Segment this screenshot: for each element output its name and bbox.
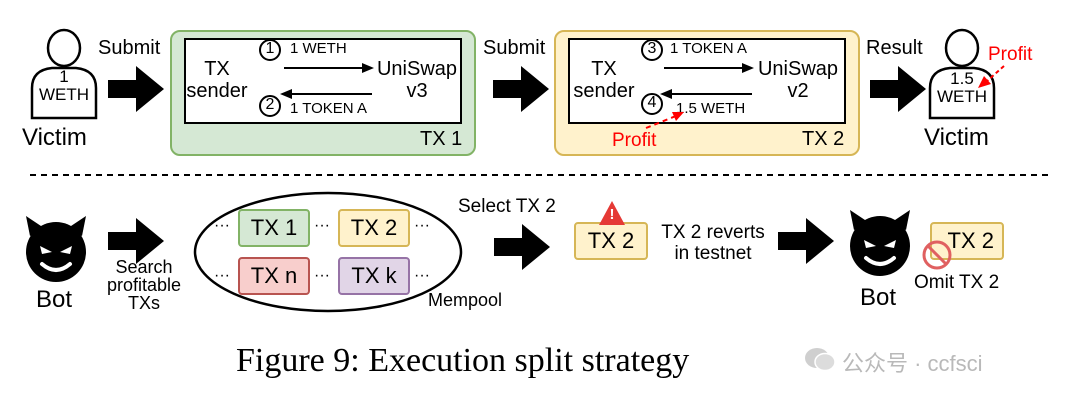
tx2-dex-name: UniSwap xyxy=(757,58,839,80)
arrow-right-icon xyxy=(494,224,550,270)
mempool-txk-label: TX k xyxy=(351,263,397,288)
step-4-text: 1.5 WETH xyxy=(676,100,746,117)
mempool-dots: ··· xyxy=(214,267,230,284)
profit-arrow-icon xyxy=(645,112,684,129)
arrow-right-icon xyxy=(108,66,164,112)
revert-label-line2: in testnet xyxy=(674,243,752,264)
bot-right-label: Bot xyxy=(860,284,897,311)
mempool-ellipse xyxy=(193,191,463,313)
step-2-number: 2 xyxy=(265,96,275,113)
step-2-text: 1 TOKEN A xyxy=(290,100,367,117)
bot-devil-icon xyxy=(850,210,910,276)
mempool-tx1-label: TX 1 xyxy=(250,215,298,240)
victim-left-label: Victim xyxy=(22,124,87,151)
revert-label: TX 2 reverts in testnet xyxy=(650,222,776,264)
tx1-flow-arrows xyxy=(259,40,374,117)
mempool-tx2-label: TX 2 xyxy=(350,215,398,240)
tx1-dex-name: UniSwap xyxy=(376,58,458,80)
mempool-dots: ··· xyxy=(414,267,430,284)
search-label-line2: profitable xyxy=(106,275,182,295)
mempool-dots: ··· xyxy=(314,217,330,234)
tx2-dex-version: v2 xyxy=(787,80,809,102)
arrow-right-icon xyxy=(493,66,549,112)
watermark: 公众号 · ccfsci xyxy=(842,351,983,376)
arrow-right-icon xyxy=(108,218,164,264)
tx1-dex: UniSwap v3 xyxy=(372,58,462,102)
tx2-sender: TX sender xyxy=(570,58,638,102)
victim-left-amount-value: 1 xyxy=(59,67,69,86)
step-3-text: 1 TOKEN A xyxy=(670,40,747,57)
search-label-line1: Search xyxy=(115,257,173,277)
result-label: Result xyxy=(866,37,923,59)
selected-tx2-label: TX 2 xyxy=(587,228,635,253)
tx1-sender-line2: sender xyxy=(186,80,248,102)
warning-icon xyxy=(599,201,625,225)
prohibited-icon xyxy=(922,240,952,270)
step-1-circle xyxy=(259,40,281,61)
arrow-right-icon xyxy=(778,218,834,264)
omitted-tx2: TX 2 xyxy=(930,222,1004,260)
step-1-text: 1 WETH xyxy=(290,40,347,57)
warning-glyph: ! xyxy=(609,206,615,223)
victim-right-amount: 1.5 WETH xyxy=(920,70,1004,106)
victim-right-icon xyxy=(928,28,996,120)
tx1-inner-frame xyxy=(184,38,462,124)
search-label-line3: TXs xyxy=(127,293,160,313)
step-2-circle xyxy=(259,95,281,117)
revert-label-line1: TX 2 reverts xyxy=(661,222,765,243)
section-divider xyxy=(30,174,1050,176)
wechat-icon xyxy=(805,348,836,372)
arrow-right-icon xyxy=(870,66,926,112)
tx2-sender-line2: sender xyxy=(573,80,635,102)
step-3-number: 3 xyxy=(647,40,657,57)
tx2-profit-label: Profit xyxy=(612,130,657,151)
step-3-circle xyxy=(641,40,663,61)
tx2-dex: UniSwap v2 xyxy=(752,58,844,102)
mempool-txn-label: TX n xyxy=(250,263,298,288)
victim-right-profit-label: Profit xyxy=(988,44,1033,65)
mempool-label: Mempool xyxy=(428,290,503,310)
bot-left-label: Bot xyxy=(36,286,73,313)
tx2-sender-line1: TX xyxy=(591,58,617,80)
tx1-sender-line1: TX xyxy=(204,58,230,80)
tx2-flow-arrows xyxy=(641,40,754,115)
mempool-tx1: TX 1 xyxy=(238,209,310,247)
mempool-dots: ··· xyxy=(314,267,330,284)
figure-caption: Figure 9: Execution split strategy xyxy=(236,342,690,379)
submit-label-1: Submit xyxy=(98,37,161,59)
profit-arrow-icon xyxy=(978,65,1005,88)
submit-label-2: Submit xyxy=(483,37,546,59)
tx2-label: TX 2 xyxy=(802,128,845,150)
victim-left-icon xyxy=(30,28,98,120)
omitted-tx2-label: TX 2 xyxy=(947,228,994,253)
victim-left-amount-unit: WETH xyxy=(38,85,90,104)
victim-right-amount-value: 1.5 xyxy=(950,69,974,88)
victim-left-amount: 1 WETH xyxy=(22,68,106,104)
tx1-sender: TX sender xyxy=(186,58,248,102)
victim-right-amount-unit: WETH xyxy=(936,87,988,106)
bot-devil-icon xyxy=(26,216,86,282)
omit-label: Omit TX 2 xyxy=(914,272,1000,293)
select-label: Select TX 2 xyxy=(458,196,556,217)
tx2-inner-frame xyxy=(568,38,846,124)
mempool-txn: TX n xyxy=(238,257,310,295)
step-1-number: 1 xyxy=(265,40,275,57)
mempool-dots: ··· xyxy=(214,217,230,234)
selected-tx2: TX 2 xyxy=(574,222,648,260)
mempool-tx2: TX 2 xyxy=(338,209,410,247)
tx1-label: TX 1 xyxy=(420,128,463,150)
mempool-txk: TX k xyxy=(338,257,410,295)
victim-right-label: Victim xyxy=(924,124,989,151)
step-4-circle xyxy=(641,93,663,115)
step-4-number: 4 xyxy=(647,94,657,111)
mempool-dots: ··· xyxy=(414,217,430,234)
search-label: Search profitable TXs xyxy=(94,258,194,312)
tx1-dex-version: v3 xyxy=(406,80,428,102)
